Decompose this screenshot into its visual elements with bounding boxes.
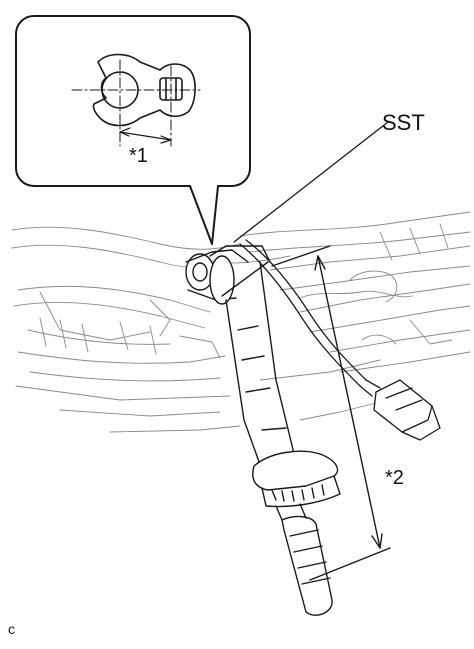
vehicle-underbody — [11, 211, 471, 433]
dimension-1-label: *1 — [129, 145, 148, 167]
dimension-2-label: *2 — [385, 467, 404, 489]
dimension-star2 — [271, 245, 391, 581]
sst-label: SST — [382, 110, 425, 135]
figure-code-label: c — [8, 621, 15, 637]
dimension-star1 — [119, 127, 172, 144]
detail-callout — [15, 15, 251, 245]
torque-wrench — [185, 245, 341, 616]
sst-leader-line — [233, 121, 389, 243]
